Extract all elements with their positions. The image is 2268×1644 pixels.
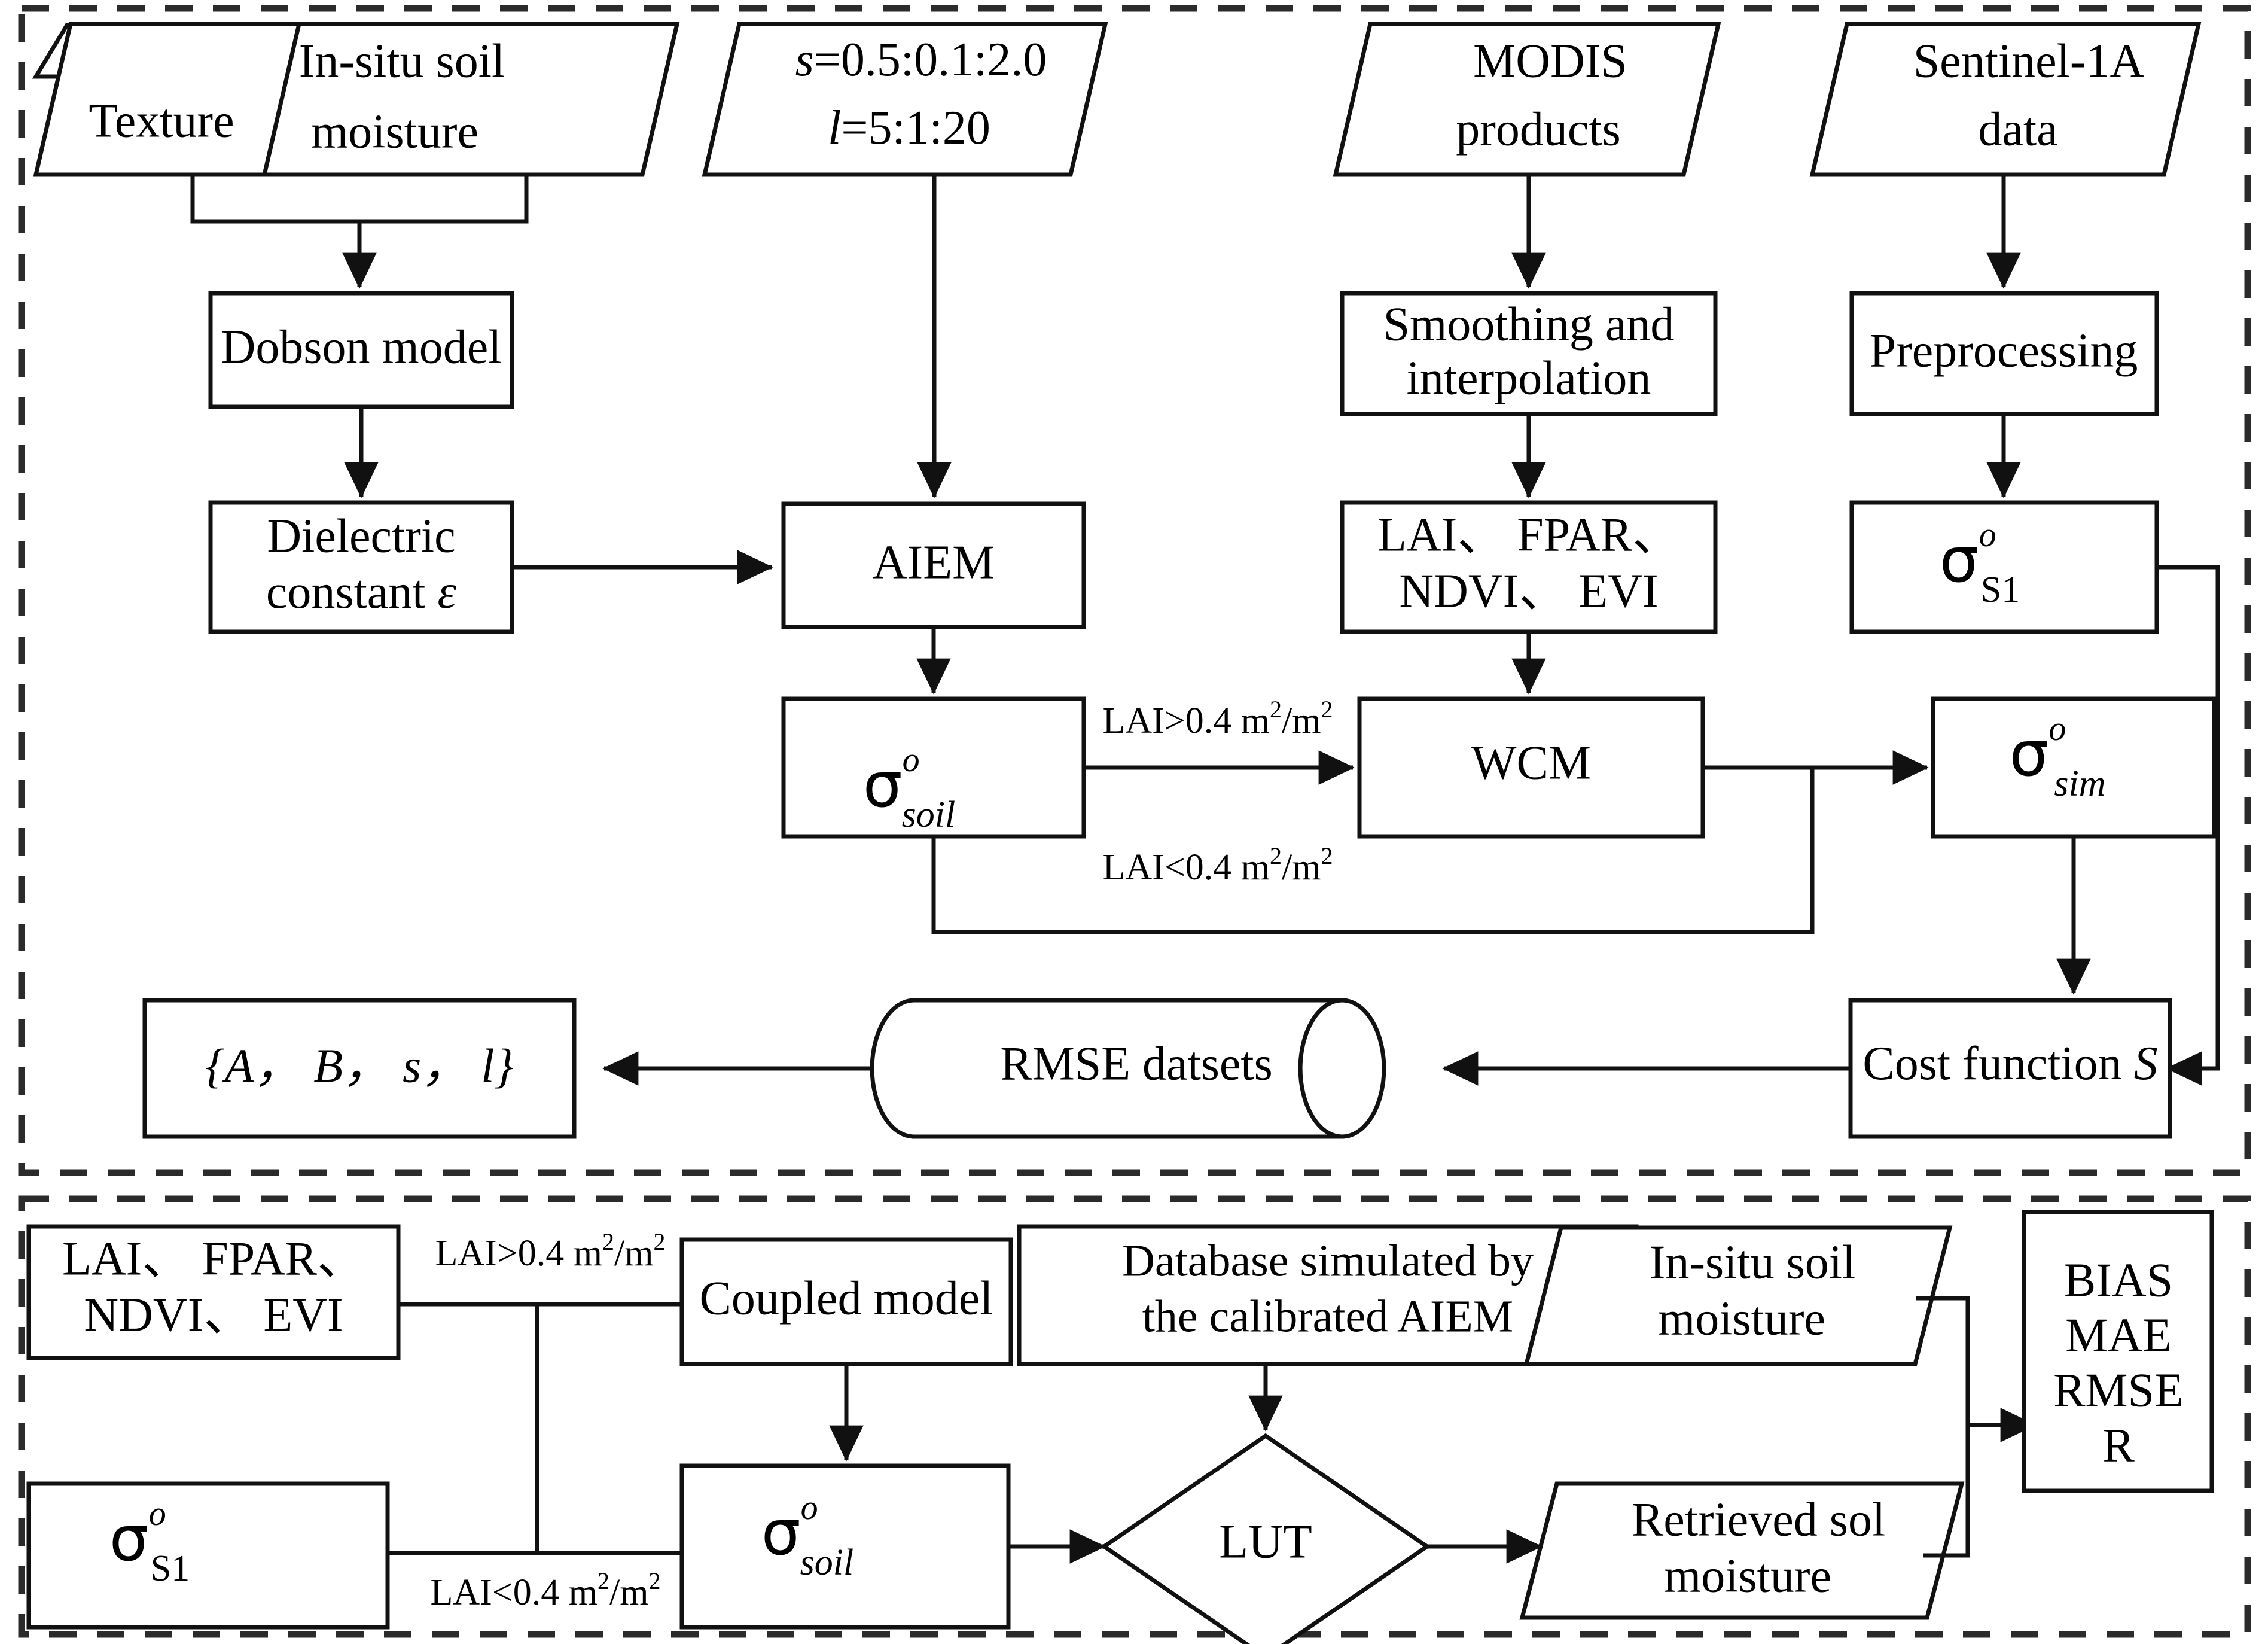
node-rmse-datasets: RMSE datsets bbox=[870, 998, 1386, 1139]
node-p2-retrieved-label-2: moisture bbox=[1664, 1549, 1831, 1602]
node-dielectric-constant: Dielectric constant ε bbox=[208, 500, 514, 634]
node-smoothing-label-1: Smoothing and bbox=[1383, 298, 1675, 351]
node-lut: LUT bbox=[1100, 1433, 1431, 1644]
node-result-label: {A， B， s， l} bbox=[205, 1040, 513, 1092]
node-metrics-label-1: BIAS bbox=[2064, 1254, 2173, 1307]
calibration-panel-frame bbox=[18, 5, 2251, 1176]
node-sentinel-label-1: Sentinel-1A bbox=[1913, 35, 2145, 87]
node-dobson-model: Dobson model bbox=[208, 291, 514, 409]
node-p2-retrieved-soil-moisture: Retrieved sol moisture bbox=[1519, 1481, 1965, 1620]
edge-sigma-soil-to-wcm: LAI>0.4 m2/m2 bbox=[1084, 696, 1355, 785]
node-roughness-params: s=0.5:0.1:2.0 l=5:1:20 bbox=[702, 22, 1108, 177]
node-cost-function: Cost function S bbox=[1848, 998, 2172, 1139]
node-insitu-label-b: moisture bbox=[311, 105, 478, 158]
node-database-label-2: the calibrated AIEM bbox=[1142, 1291, 1513, 1341]
node-preprocessing: Preprocessing bbox=[1849, 291, 2159, 416]
node-p2-insitu-label-1: In-situ soil bbox=[1650, 1236, 1855, 1289]
node-p2-vars-label-2: NDVI、 EVI bbox=[84, 1289, 343, 1341]
p2-lai-gt-text: LAI>0.4 m bbox=[435, 1233, 602, 1274]
edge-sigma-soil-bypass: LAI<0.4 m2/m2 bbox=[931, 768, 1815, 934]
edge-label-p2-lai-lt: LAI<0.4 m2/m2 bbox=[431, 1567, 661, 1613]
node-p2-modis-variables: LAI、 FPAR、 NDVI、 EVI bbox=[26, 1224, 401, 1360]
node-wcm-label: WCM bbox=[1471, 736, 1591, 789]
node-modis-vars-label-2: NDVI、 EVI bbox=[1399, 565, 1658, 617]
edge-sigma-s1-to-cost bbox=[2157, 565, 2220, 1086]
node-texture-label-a: Texture bbox=[89, 95, 234, 147]
node-preprocessing-label: Preprocessing bbox=[1870, 324, 2138, 377]
node-cost-function-label: Cost function S bbox=[1862, 1037, 2157, 1090]
node-metrics-label-4: R bbox=[2102, 1419, 2135, 1472]
edge-inputs-to-dobson bbox=[190, 175, 529, 289]
lai-gt-text: LAI>0.4 m bbox=[1103, 701, 1270, 741]
node-insitu-label-a: In-situ soil bbox=[299, 35, 505, 87]
param-s-value: =0.5:0.1:2.0 bbox=[814, 34, 1047, 86]
edge-label-lai-lt: LAI<0.4 m2/m2 bbox=[1103, 842, 1333, 888]
node-smoothing-label-2: interpolation bbox=[1407, 352, 1651, 404]
node-result-parameters: {A， B， s， l} bbox=[142, 998, 577, 1139]
node-aiem: AIEM bbox=[781, 501, 1086, 629]
node-params-line2: l=5:1:20 bbox=[828, 102, 990, 154]
node-lut-label: LUT bbox=[1219, 1515, 1312, 1568]
node-rmse-label: RMSE datsets bbox=[1000, 1037, 1273, 1090]
node-params-line1: s=0.5:0.1:2.0 bbox=[795, 34, 1047, 86]
node-p2-insitu-label-2: moisture bbox=[1658, 1292, 1825, 1345]
node-smoothing-interpolation: Smoothing and interpolation bbox=[1340, 291, 1718, 416]
node-dobson-label: Dobson model bbox=[221, 321, 502, 373]
param-s-symbol: s bbox=[795, 34, 814, 86]
param-l-value: =5:1:20 bbox=[841, 102, 990, 154]
epsilon-symbol: ε bbox=[438, 566, 457, 619]
node-dielectric-label-2: constant ε bbox=[266, 566, 457, 619]
node-modis-label-1: MODIS bbox=[1473, 35, 1627, 87]
validation-panel-frame bbox=[18, 1195, 2251, 1638]
node-modis-products: MODIS products bbox=[1333, 22, 1721, 177]
node-coupled-model-label: Coupled model bbox=[699, 1272, 993, 1325]
node-modis-label-2: products bbox=[1456, 103, 1621, 156]
node-p2-vars-label-1: LAI、 FPAR、 bbox=[62, 1232, 365, 1285]
edge-label-lai-gt: LAI>0.4 m2/m2 bbox=[1103, 696, 1333, 741]
p2-lai-lt-text: LAI<0.4 m bbox=[431, 1572, 598, 1613]
cost-function-symbol: S bbox=[2134, 1037, 2158, 1090]
node-accuracy-metrics: BIAS MAE RMSE R bbox=[2022, 1210, 2214, 1493]
node-wcm: WCM bbox=[1357, 696, 1705, 839]
node-p2-retrieved-label-1: Retrieved sol bbox=[1632, 1493, 1885, 1546]
node-coupled-model: Coupled model bbox=[679, 1237, 1013, 1366]
lai-lt-text: LAI<0.4 m bbox=[1103, 847, 1270, 888]
node-database-label-1: Database simulated by bbox=[1122, 1235, 1534, 1286]
node-metrics-label-2: MAE bbox=[2065, 1309, 2172, 1362]
param-l-symbol: l bbox=[828, 102, 841, 154]
node-modis-vars-label-1: LAI、 FPAR、 bbox=[1377, 509, 1680, 561]
edge-label-p2-lai-gt: LAI>0.4 m2/m2 bbox=[435, 1228, 666, 1274]
node-texture-shape: Texture bbox=[33, 22, 302, 177]
node-p2-insitu-soil-moisture: In-situ soil moisture bbox=[1523, 1225, 1953, 1366]
node-modis-variables: LAI、 FPAR、 NDVI、 EVI bbox=[1340, 500, 1718, 634]
node-dielectric-label-1: Dielectric bbox=[267, 510, 455, 562]
node-metrics-label-3: RMSE bbox=[2053, 1364, 2184, 1417]
node-sentinel-data: Sentinel-1A data bbox=[1809, 22, 2202, 177]
node-sentinel-label-2: data bbox=[1978, 103, 2057, 156]
node-aiem-label: AIEM bbox=[873, 536, 995, 589]
